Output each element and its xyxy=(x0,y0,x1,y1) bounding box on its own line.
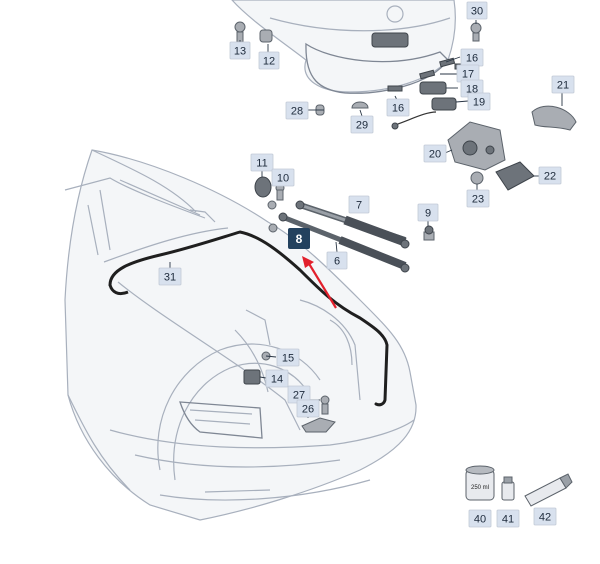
svg-text:17: 17 xyxy=(462,69,474,81)
svg-text:19: 19 xyxy=(473,97,485,109)
svg-text:14: 14 xyxy=(271,374,283,386)
label-16-bottom[interactable]: 16 xyxy=(386,98,410,117)
svg-text:15: 15 xyxy=(282,353,294,365)
ball-stud xyxy=(423,225,435,241)
label-6[interactable]: 6 xyxy=(326,251,348,270)
svg-text:30: 30 xyxy=(471,6,483,18)
label-42[interactable]: 42 xyxy=(533,507,557,526)
small-bottle xyxy=(501,476,515,501)
label-14[interactable]: 14 xyxy=(265,369,289,388)
label-15[interactable]: 15 xyxy=(276,348,300,367)
cable xyxy=(394,111,437,126)
svg-text:18: 18 xyxy=(466,84,478,96)
rubber-buffer xyxy=(254,176,272,198)
svg-text:16: 16 xyxy=(466,53,478,65)
svg-text:10: 10 xyxy=(277,173,289,185)
clip-parts xyxy=(234,21,273,43)
nut xyxy=(470,171,484,185)
part-labels: 30 13 12 16 17 18 19 16 xyxy=(158,1,575,528)
gas-strut-lower xyxy=(278,212,410,273)
label-26[interactable]: 26 xyxy=(296,399,320,418)
lock-switch xyxy=(419,81,457,111)
label-10[interactable]: 10 xyxy=(271,168,295,187)
label-28[interactable]: 28 xyxy=(285,101,309,120)
label-22[interactable]: 22 xyxy=(538,166,562,185)
trunk-seal xyxy=(108,230,389,407)
svg-text:7: 7 xyxy=(356,200,362,212)
svg-text:42: 42 xyxy=(539,512,551,524)
label-30[interactable]: 30 xyxy=(466,1,488,20)
can-label: 250 ml xyxy=(471,485,489,491)
svg-text:26: 26 xyxy=(302,404,314,416)
svg-text:22: 22 xyxy=(544,171,556,183)
svg-text:23: 23 xyxy=(472,194,484,206)
red-arrow xyxy=(302,256,337,309)
camera-unit xyxy=(495,161,535,191)
lower-lock xyxy=(301,395,336,433)
label-9[interactable]: 9 xyxy=(417,203,439,222)
label-29[interactable]: 29 xyxy=(350,115,374,134)
svg-text:29: 29 xyxy=(356,120,368,132)
svg-text:16: 16 xyxy=(392,103,404,115)
svg-text:27: 27 xyxy=(293,390,305,402)
label-19[interactable]: 19 xyxy=(467,92,491,111)
handle xyxy=(531,105,577,131)
label-13[interactable]: 13 xyxy=(229,41,251,60)
label-31[interactable]: 31 xyxy=(158,267,182,286)
svg-text:13: 13 xyxy=(234,46,246,58)
label-41[interactable]: 41 xyxy=(496,509,520,528)
label-8-highlighted[interactable]: 8 xyxy=(288,228,310,249)
svg-text:31: 31 xyxy=(164,272,176,284)
label-23[interactable]: 23 xyxy=(466,189,490,208)
gas-strut xyxy=(295,200,410,249)
screw xyxy=(470,22,482,42)
label-7[interactable]: 7 xyxy=(348,195,370,214)
svg-text:28: 28 xyxy=(291,106,303,118)
svg-text:8: 8 xyxy=(296,232,303,246)
tailgate xyxy=(231,0,456,94)
lock-mechanism xyxy=(447,121,506,171)
sealant-can: 250 ml xyxy=(465,465,495,501)
svg-text:12: 12 xyxy=(263,56,275,68)
grease-tube xyxy=(524,473,573,507)
label-20[interactable]: 20 xyxy=(423,144,447,163)
label-12[interactable]: 12 xyxy=(258,51,280,70)
svg-text:41: 41 xyxy=(502,514,514,526)
label-21[interactable]: 21 xyxy=(551,75,575,94)
svg-text:11: 11 xyxy=(256,158,267,170)
svg-text:20: 20 xyxy=(429,149,441,161)
svg-text:6: 6 xyxy=(334,256,340,268)
label-11[interactable]: 11 xyxy=(250,153,274,172)
label-17[interactable]: 17 xyxy=(456,64,480,83)
svg-text:9: 9 xyxy=(425,208,431,220)
label-40[interactable]: 40 xyxy=(468,509,492,528)
label-16-top[interactable]: 16 xyxy=(460,48,484,67)
svg-text:21: 21 xyxy=(557,80,569,92)
svg-text:40: 40 xyxy=(474,514,486,526)
small-fasteners xyxy=(315,101,369,116)
